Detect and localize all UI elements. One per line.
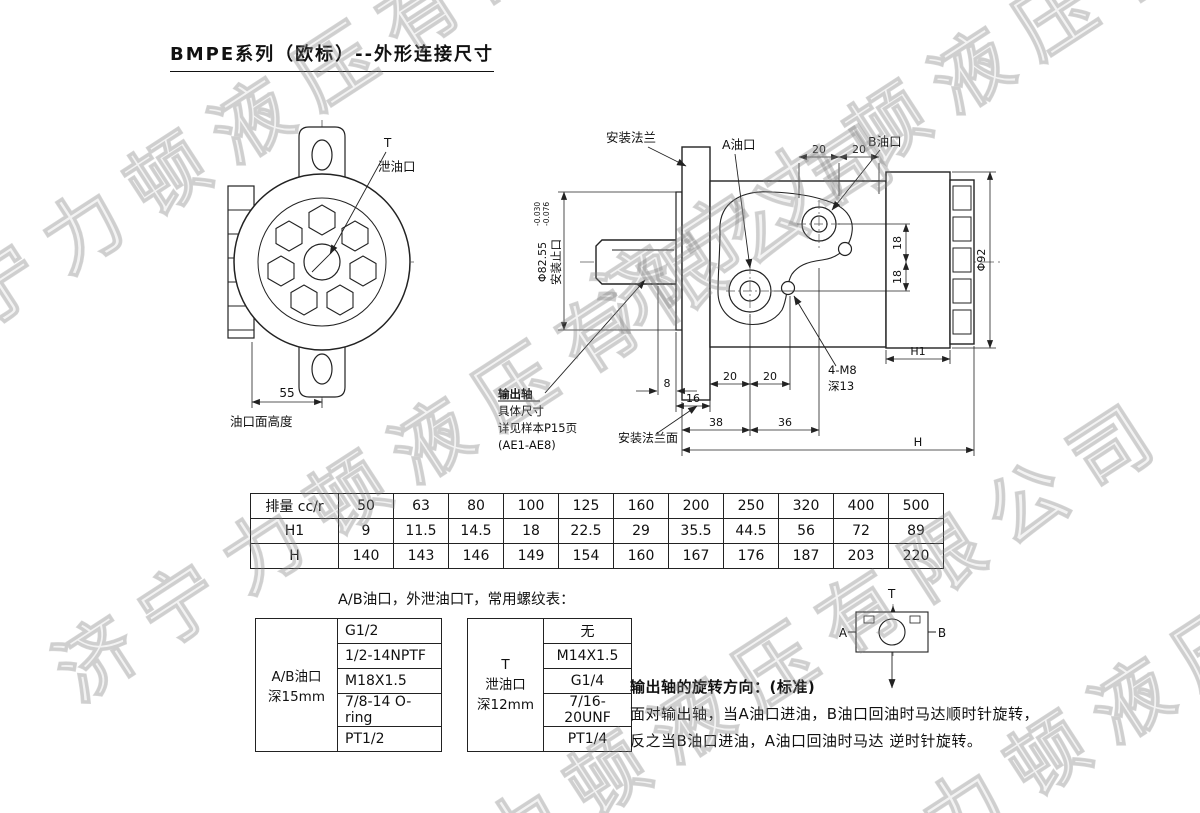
- t-port-thread-table: T 泄油口 深12mm 无 M14X1.5 G1/4 7/16-20UNF PT…: [467, 618, 632, 752]
- output-shaft-note-4: (AE1-AE8): [498, 438, 556, 452]
- dim-20-bottom-a: 20: [723, 370, 737, 383]
- t-port-label: T: [383, 136, 392, 150]
- output-shaft-note-2: 具体尺寸: [498, 404, 544, 418]
- ab-table-header: A/B油口 深15mm: [255, 618, 338, 752]
- thread-option: 无: [543, 618, 632, 644]
- bolt-spec-label: 4-M8: [828, 363, 857, 377]
- t-header-line3: 深12mm: [477, 697, 534, 713]
- drain-port-label: 泄油口: [378, 159, 416, 174]
- dim-55-label: 55: [279, 386, 294, 400]
- dim-38: 38: [709, 416, 723, 429]
- schematic-a-label: A: [839, 626, 848, 640]
- dim-20-bottom-b: 20: [763, 370, 777, 383]
- thread-option: G1/4: [543, 668, 632, 694]
- thread-option: PT1/2: [337, 726, 442, 752]
- dim-h: H: [914, 435, 923, 449]
- dim-16: 16: [686, 392, 700, 405]
- dim-8: 8: [664, 377, 671, 390]
- ab-port-thread-table: A/B油口 深15mm G1/2 1/2-14NPTF M18X1.5 7/8-…: [255, 618, 442, 752]
- rotation-note-line2: 面对输出轴，当A油口进油，B油口回油时马达顺时针旋转，: [630, 705, 1040, 723]
- thread-option: G1/2: [337, 618, 442, 644]
- dim-20-top-right: 20: [852, 143, 866, 156]
- thread-note: A/B油口，外泄油口T，常用螺纹表：: [338, 592, 575, 608]
- flange-face-label: 安装法兰面: [618, 430, 678, 445]
- rotation-note-title: 输出轴的旋转方向：(标准): [630, 678, 816, 696]
- schematic-t-label: T: [887, 587, 896, 601]
- t-header-line1: T: [501, 657, 510, 673]
- side-view: [498, 146, 1000, 456]
- rotation-schematic: [848, 604, 936, 689]
- a-port-label: A油口: [722, 137, 756, 152]
- thread-option: 7/8-14 O-ring: [337, 693, 442, 727]
- dim-h1: H1: [910, 345, 925, 358]
- t-header-line2: 泄油口: [485, 677, 526, 693]
- spigot-tol-lower: -0.076: [542, 202, 551, 226]
- ab-header-line1: A/B油口: [271, 669, 322, 685]
- end-cap-bolts: [952, 185, 972, 335]
- b-port-label: B油口: [868, 134, 902, 149]
- table-row: H1 9 11.5 14.5 18 22.5 29 35.5 44.5 56 7…: [250, 518, 944, 544]
- dim-36: 36: [778, 416, 792, 429]
- front-view: [227, 120, 416, 408]
- port-face-caption: 油口面高度: [230, 414, 293, 429]
- thread-option: M18X1.5: [337, 668, 442, 694]
- table-row: H 140 143 146 149 154 160 167 176 187 20…: [250, 543, 944, 569]
- ab-header-line2: 深15mm: [268, 689, 325, 705]
- rotation-note-line3: 反之当B油口进油，A油口回油时马达 逆时针旋转。: [630, 732, 983, 750]
- page-title: BMPE系列（欧标）--外形连接尺寸: [170, 40, 495, 72]
- thread-option: PT1/4: [543, 726, 632, 752]
- row-header: H1: [250, 518, 339, 544]
- bolt-depth-label: 深13: [828, 379, 854, 393]
- row-header: 排量 cc/r: [250, 493, 339, 519]
- thread-option: 7/16-20UNF: [543, 693, 632, 727]
- dim-phi92: Φ92: [975, 249, 988, 272]
- thread-option: 1/2-14NPTF: [337, 643, 442, 669]
- dim-18-upper: 18: [891, 236, 904, 250]
- dim-18-lower: 18: [891, 270, 904, 284]
- dim-20-top-left: 20: [812, 143, 826, 156]
- table-row: 排量 cc/r 50 63 80 100 125 160 200 250 320…: [250, 493, 944, 519]
- thread-option: M14X1.5: [543, 643, 632, 669]
- spigot-label: 安装止口: [549, 239, 563, 285]
- schematic-b-label: B: [938, 626, 946, 640]
- output-shaft-note-1: 输出轴: [498, 387, 533, 401]
- output-shaft-note-3: 详见样本P15页: [498, 421, 577, 435]
- t-table-header: T 泄油口 深12mm: [467, 618, 544, 752]
- spigot-tol-upper: -0.030: [533, 202, 542, 226]
- displacement-table: 排量 cc/r 50 63 80 100 125 160 200 250 320…: [250, 493, 944, 569]
- hex-nuts: [267, 204, 377, 316]
- mounting-flange-label: 安装法兰: [606, 130, 656, 145]
- shaft-spigot-dia: Φ82.55: [536, 242, 549, 282]
- row-header: H: [250, 543, 339, 569]
